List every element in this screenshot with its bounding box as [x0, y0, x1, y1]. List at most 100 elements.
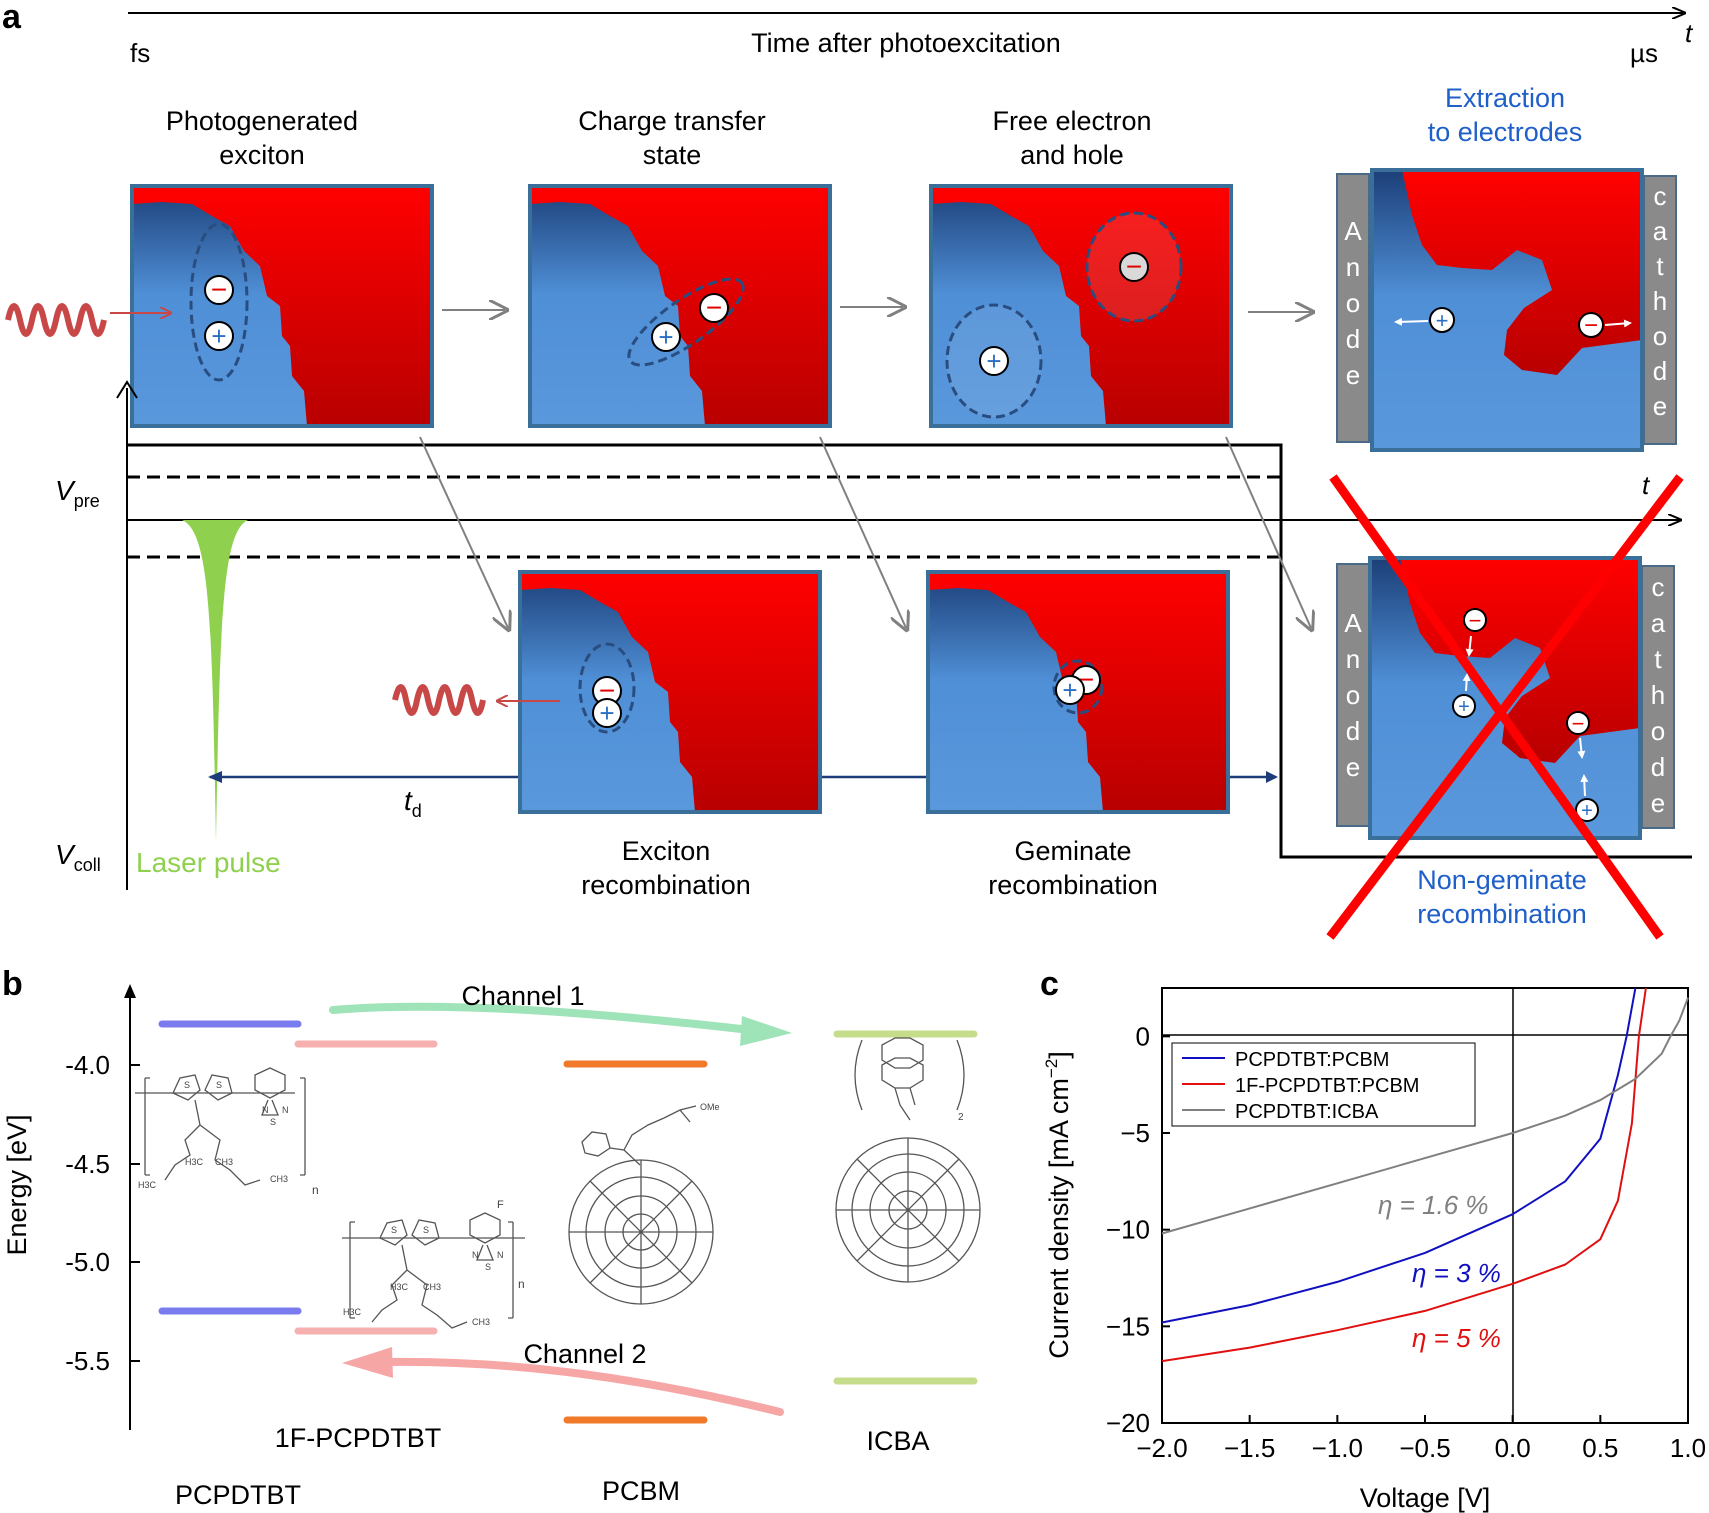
- anode-electrode: [1336, 173, 1370, 443]
- atom-label: S: [423, 1225, 429, 1235]
- svg-text:e: e: [1346, 360, 1360, 390]
- panel-c-label: c: [1040, 965, 1059, 1003]
- laser-pulse-shape: [182, 520, 248, 842]
- ct-boundary: [627, 277, 745, 367]
- time-axis-end: µs: [1630, 38, 1658, 68]
- x-tick-label: 0.0: [1495, 1433, 1531, 1463]
- electron-icon: [1119, 252, 1149, 282]
- series-line-pcpdtbt-pcbm: [1161, 987, 1637, 1324]
- annotation-pcbm: η = 3 %: [1412, 1258, 1501, 1288]
- electron-icon: [1463, 608, 1487, 632]
- series-line-1f-pcpdtbt-pcbm: [1161, 987, 1647, 1363]
- atom-label: S: [216, 1080, 222, 1090]
- electron-extraction-arrow: [1604, 319, 1632, 328]
- time-axis-start: fs: [130, 38, 150, 68]
- panel-b-ytick-labels: -4.0 -4.5 -5.0 -5.5: [65, 1050, 140, 1376]
- cross-line-1: [1329, 474, 1664, 940]
- svg-text:o: o: [1653, 321, 1667, 351]
- svg-text:e: e: [1651, 788, 1665, 818]
- atom-label: N: [262, 1105, 269, 1115]
- svg-text:o: o: [1651, 716, 1665, 746]
- electron-icon: [699, 293, 729, 323]
- atom-label: H3C: [138, 1180, 157, 1190]
- cross-line-2: [1326, 474, 1684, 940]
- channel-2-arrowhead: [342, 1347, 393, 1378]
- svg-text:o: o: [1346, 680, 1360, 710]
- svg-text:c: c: [1654, 181, 1667, 211]
- geminate-boundary: [1052, 659, 1104, 715]
- v-pre-label: Vpre: [55, 475, 100, 511]
- recomb-arrow: [1577, 737, 1586, 759]
- channel-2-label: Channel 2: [523, 1339, 646, 1369]
- electron-icon: [1578, 312, 1604, 338]
- hole-sign: +: [986, 346, 1001, 376]
- channel-2-arrow: [381, 1357, 784, 1416]
- atom-label: CH3: [215, 1157, 233, 1167]
- svg-text:o: o: [1346, 288, 1360, 318]
- cathode-electrode: [1641, 565, 1675, 829]
- x-tick-label: −0.5: [1399, 1433, 1450, 1463]
- atom-label: N: [282, 1105, 289, 1115]
- hole-icon: [1575, 798, 1599, 822]
- atom-label: S: [391, 1225, 397, 1235]
- electron-sign: −: [1126, 251, 1142, 282]
- svg-text:d: d: [1653, 356, 1667, 386]
- svg-text:e: e: [1346, 752, 1360, 782]
- svg-text:d: d: [1651, 752, 1665, 782]
- hole-sign: +: [658, 322, 673, 352]
- photon-in-icon: [5, 303, 107, 337]
- device-nongeminate: [1336, 556, 1675, 840]
- material-label: PCPDTBT: [175, 1480, 301, 1510]
- electron-icon: [204, 275, 234, 305]
- svg-text:e: e: [1653, 391, 1667, 421]
- annotation-1f: η = 5 %: [1412, 1323, 1501, 1353]
- svg-text:t: t: [1656, 251, 1664, 281]
- panel-b-label: b: [2, 965, 23, 1003]
- panel-b: b Energy [eV] -4.0 -4.5 -5.0 -5.5 Channe…: [2, 965, 981, 1510]
- laser-pulse-label: Laser pulse: [136, 847, 281, 878]
- channel-1-arrowhead: [740, 1016, 792, 1046]
- svg-text:n: n: [1346, 252, 1360, 282]
- repeat-unit-n: n: [518, 1277, 525, 1291]
- decay-arrow-2: [819, 436, 906, 628]
- recomb-arrow: [1465, 635, 1474, 657]
- time-axis-t: t: [1685, 18, 1694, 48]
- atom-label: H3C: [390, 1282, 409, 1292]
- panel-c-series: [1161, 987, 1689, 1363]
- 1f-pcpdtbt-structure-icon: F n S S N N S H3C H3C CH3 CH3: [342, 1199, 525, 1329]
- atom-label: OMe: [700, 1102, 720, 1112]
- svg-text:c: c: [1652, 572, 1665, 602]
- svg-text:a: a: [1651, 608, 1666, 638]
- atom-label: F: [497, 1199, 504, 1211]
- morphology-tile-ct: [528, 184, 832, 428]
- electron-sign: −: [211, 274, 227, 305]
- hole-icon: [1055, 675, 1085, 705]
- hole-icon: [1429, 307, 1455, 333]
- panel-a: a t fs µs Time after photoexcitation Pho…: [2, 0, 1694, 940]
- decay-arrow-3: [1225, 436, 1311, 628]
- td-label: td: [404, 785, 422, 821]
- electron-sign: −: [706, 292, 722, 323]
- device-extraction: [1336, 168, 1677, 452]
- electron-sign: −: [1584, 312, 1598, 339]
- t-axis-2-label: t: [1642, 470, 1651, 500]
- atom-label: CH3: [423, 1282, 441, 1292]
- y-tick-label: −5: [1120, 1118, 1150, 1148]
- repeat-unit-2: 2: [958, 1112, 964, 1123]
- icba-structure-icon: 2: [835, 1037, 981, 1283]
- atom-label: N: [472, 1250, 479, 1260]
- material-label: 1F-PCPDTBT: [275, 1423, 442, 1453]
- svg-text:h: h: [1651, 680, 1665, 710]
- hole-icon: [204, 321, 234, 351]
- x-tick-label: −2.0: [1136, 1433, 1187, 1463]
- hole-icon: [592, 698, 622, 728]
- recomb-arrow: [1580, 774, 1589, 797]
